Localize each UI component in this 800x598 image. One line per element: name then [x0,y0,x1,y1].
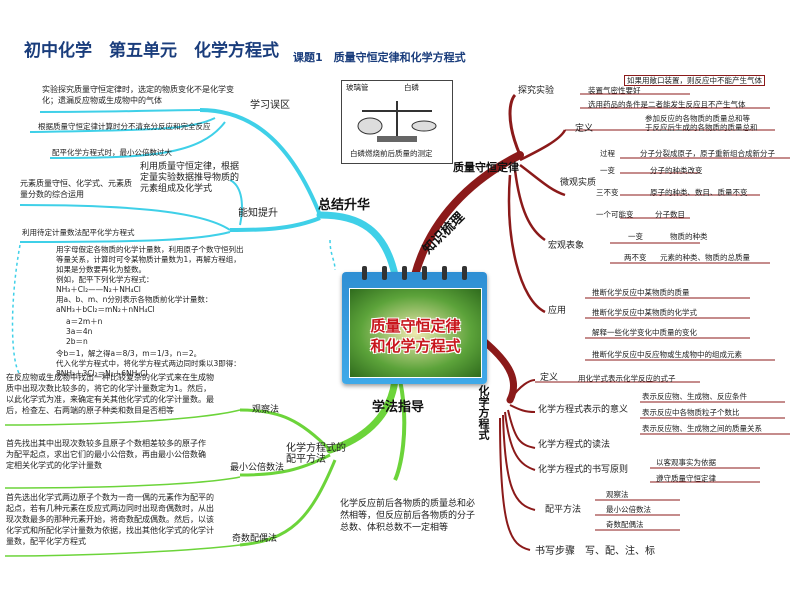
label-white-phosphorus: 白磷 [404,83,419,92]
eq-balancing: 配平方法 [545,505,582,515]
def-line-0: 参加反应的各物质的质量总和等 [645,114,750,123]
method-line: 8NH₃＋3Cl₂＝N₂＋6NH₄Cl [56,369,148,378]
improve-item-1: 利用质量守恒定律，根据定量实验数据推导物质的元素组成及化学式 [140,162,240,194]
micro-item-4: 三不变 [596,188,619,197]
improve-item-0: 元素质量守恒、化学式、元素质量分数的综合运用 [20,179,132,199]
node-observe: 观察法 [252,405,280,415]
eq-steps: 书写步骤 写、配、注、标 [535,546,655,557]
center-title-line2: 和化学方程式 [370,337,461,355]
improve-item-2: 利用待定计量数法配平化学方程式 [22,228,135,237]
eq-def-text: 用化学式表示化学反应的式子 [578,374,676,383]
method-line: 等量关系，计算时可令某物质计量数为1，再解方程组， [56,255,241,264]
macro-item-0: 一变 [628,232,643,241]
branch-summary: 总结升华 [318,198,371,213]
node-macro: 宏观表象 [548,241,585,251]
method-line: 用字母假定各物质的化学计量数，利用原子个数守恒列出 [56,245,244,254]
macro-item-2: 两不变 [624,253,647,262]
eq-reading: 化学方程式的读法 [538,440,611,450]
micro-item-6: 一个可能变 [596,210,634,219]
balance-icon [357,101,437,142]
branch-equation: 化学方程式 [477,385,490,440]
observe-text: 在反应物或生成物中找出一种比较复杂的化学式来在生成物质中出现次数比较多的，将它的… [6,373,214,415]
node-definition: 定义 [575,124,594,134]
node-experiment: 探究实验 [518,86,555,96]
app-item-3: 推断化学反应中反应物或生成物中的组成元素 [592,350,742,359]
micro-item-2: 一变 [600,166,615,175]
odd-text: 首先选出化学式两边原子个数为一奇一偶的元素作为配平的起点，若有几种元素在反应式两… [6,493,214,546]
micro-item-1: 分子分裂成原子，原子重新组合成新分子 [640,149,775,158]
method-line: 2b＝n [66,337,88,346]
node-odd: 奇数配偶法 [232,534,278,544]
method-line: NH₃＋Cl₂——N₂＋NH₄Cl [56,285,141,294]
micro-item-7: 分子数目 [655,210,685,219]
eq-balancing-2: 奇数配偶法 [606,520,644,529]
eq-writing: 化学方程式的书写原则 [538,465,629,475]
method-line: 代入化学方程式中，将化学方程式两边同时乘以3即得： [56,359,241,368]
node-application: 应用 [548,306,567,316]
method-line: aNH₃＋bCl₂＝mN₂＋nNH₄Cl [56,305,155,314]
mistake-item-2: 配平化学方程式时，最小公倍数过大 [52,148,172,157]
lcm-text: 首先找出其中出现次数较多且原子个数相差较多的原子作为配平起点，求出它们的最小公倍… [6,439,206,470]
exp-item-0: 装置气密性要好 [588,86,641,95]
method-note: 化学反应前后各物质的质量总和必然相等，但反应前后各物质的分子总数、体积总数不一定… [340,499,476,533]
node-balancing: 化学方程式的配平方法 [286,443,346,465]
method-line: 令b＝1，解之得a＝8/3，m＝1/3，n＝2。 [56,349,202,358]
method-line: 3a＝4n [66,327,93,336]
exp-item-1: 如果用敞口装置，则反应中不能产生气体 [624,75,765,86]
eq-meaning-2: 表示反应物、生成物之间的质量关系 [642,424,762,433]
node-mistakes: 学习误区 [250,100,290,111]
eq-balancing-1: 最小公倍数法 [606,505,651,514]
eq-writing-1: 遵守质量守恒定律 [656,474,716,483]
node-micro: 微观实质 [560,178,597,188]
page-title: 初中化学 第五单元 化学方程式 [24,41,279,61]
center-topic-card: 质量守恒定律 和化学方程式 [342,266,487,384]
eq-writing-0: 以客观事实为依据 [656,458,716,467]
center-title-line1: 质量守恒定律 [370,317,461,335]
eq-balancing-0: 观察法 [606,490,629,499]
page-subtitle: 课题1 质量守恒定律和化学方程式 [293,51,466,64]
eq-meaning-0: 表示反应物、生成物、反应条件 [642,392,747,401]
method-line: a＝2m＋n [66,317,103,326]
label-glass-tube: 玻璃管 [346,83,369,92]
balance-caption: 白磷燃烧前后质量的测定 [350,149,433,158]
micro-item-0: 过程 [600,149,615,158]
macro-item-1: 物质的种类 [670,232,708,241]
macro-item-3: 元素的种类、物质的总质量 [660,253,750,262]
app-item-2: 解释一些化学变化中质量的变化 [592,328,697,337]
method-line: 如果是分数要再化为整数。 [56,265,146,274]
balance-illustration: 玻璃管 白磷 白磷燃烧前后质量的测定 [341,80,453,164]
branch-method: 学法指导 [372,400,425,415]
node-improve: 能知提升 [238,208,278,219]
branch-conservation: 质量守恒定律 [453,161,519,174]
exp-item-2: 选用药品的条件是二者能发生反应且不产生气体 [588,100,746,109]
eq-definition: 定义 [540,373,559,383]
app-item-1: 推断化学反应中某物质的化学式 [592,308,697,317]
micro-item-5: 原子的种类、数目、质量不变 [650,188,748,197]
method-line: 用a、b、m、n分别表示各物质前化学计量数： [56,295,213,304]
method-line: 例如，配平下列化学方程式： [56,275,154,284]
eq-meaning: 化学方程式表示的意义 [538,405,629,415]
eq-meaning-1: 表示反应中各物质粒子个数比 [642,408,740,417]
mistake-item-0: 实验探究质量守恒定律时，选定的物质变化不是化学变化；遗漏反应物或生成物中的气体 [42,85,234,105]
def-line-1: 于反应后生成的各物质的质量总和 [645,123,758,132]
micro-item-3: 分子的种类改变 [650,166,703,175]
app-item-0: 推断化学反应中某物质的质量 [592,288,690,297]
mistake-item-1: 根据质量守恒定律计算时分不清充分反应和完全反应 [38,122,211,131]
node-lcm: 最小公倍数法 [230,463,285,473]
